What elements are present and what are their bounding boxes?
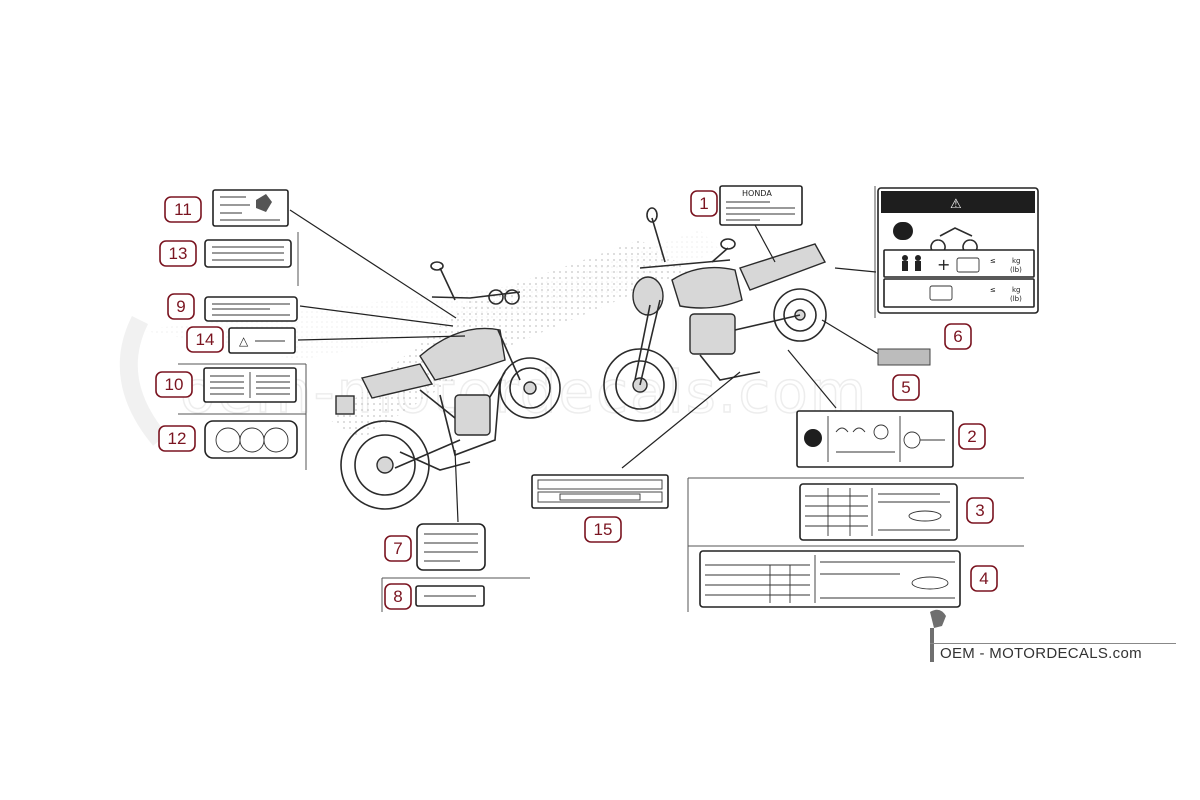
callout-11[interactable]: 11 (164, 196, 202, 223)
honda-logo-text: HONDA (742, 189, 772, 198)
unit-kg-1: kg (1012, 257, 1021, 265)
label-3-graphic (799, 483, 958, 541)
label-9-graphic (204, 296, 298, 322)
unit-kg-2: kg (1012, 286, 1021, 294)
callout-4[interactable]: 4 (970, 565, 998, 592)
label-12-graphic (204, 420, 298, 459)
callout-1[interactable]: 1 (690, 190, 718, 217)
label-8-graphic (415, 585, 485, 607)
callout-14[interactable]: 14 (186, 326, 224, 353)
callout-9-number: 9 (176, 297, 185, 316)
callout-10-number: 10 (165, 375, 184, 394)
callout-1-number: 1 (699, 194, 708, 213)
callout-13-number: 13 (169, 244, 188, 263)
brand-logo-icon (930, 609, 946, 662)
brand-watermark-text: OEM - MOTORDECALS.com (940, 645, 1142, 662)
callout-3-number: 3 (975, 501, 984, 520)
callout-9[interactable]: 9 (167, 293, 195, 320)
brand-divider (930, 643, 1176, 644)
callout-10[interactable]: 10 (155, 371, 193, 398)
callout-14-number: 14 (196, 330, 215, 349)
callout-2-number: 2 (967, 427, 976, 446)
callout-7-number: 7 (393, 539, 402, 558)
leq-sign-1: ≤ (990, 257, 996, 265)
callout-8-number: 8 (393, 587, 402, 606)
warning-icon: ⚠ (950, 197, 962, 212)
label-10-graphic (203, 367, 297, 403)
label-1-graphic: HONDA (719, 185, 803, 226)
motorcycle-left-view (330, 240, 690, 510)
label-14-graphic: △ (228, 327, 296, 354)
callout-15[interactable]: 15 (584, 516, 622, 543)
leq-sign-2: ≤ (990, 286, 996, 294)
callout-15-number: 15 (594, 520, 613, 539)
label-7-graphic (416, 523, 486, 571)
callout-6[interactable]: 6 (944, 323, 972, 350)
callout-5[interactable]: 5 (892, 374, 920, 401)
callout-12-number: 12 (168, 429, 187, 448)
unit-lb-1: (lb) (1010, 266, 1022, 274)
motorcycle-right-view (603, 207, 827, 422)
label-2-graphic (796, 410, 954, 468)
label-6-graphic: ⚠ + ≤ kg (lb) ≤ kg (lb) (877, 187, 1039, 314)
callout-11-number: 11 (174, 200, 192, 219)
label-4-graphic (699, 550, 961, 608)
unit-lb-2: (lb) (1010, 295, 1022, 303)
label-15-graphic (531, 474, 669, 509)
callout-12[interactable]: 12 (158, 425, 196, 452)
label-5-graphic (877, 348, 931, 366)
callout-2[interactable]: 2 (958, 423, 986, 450)
callout-5-number: 5 (901, 378, 910, 397)
callout-13[interactable]: 13 (159, 240, 197, 267)
callout-7[interactable]: 7 (384, 535, 412, 562)
callout-8[interactable]: 8 (384, 583, 412, 610)
label-11-graphic (212, 189, 289, 227)
callout-4-number: 4 (979, 569, 988, 588)
right-group-frames (687, 186, 1024, 612)
left-group-frames (178, 232, 530, 612)
label-13-graphic (204, 239, 292, 268)
warning-triangle-icon: △ (239, 334, 249, 348)
plus-sign: + (937, 255, 950, 274)
callout-3[interactable]: 3 (966, 497, 994, 524)
leader-lines (289, 209, 881, 523)
callout-6-number: 6 (953, 327, 962, 346)
